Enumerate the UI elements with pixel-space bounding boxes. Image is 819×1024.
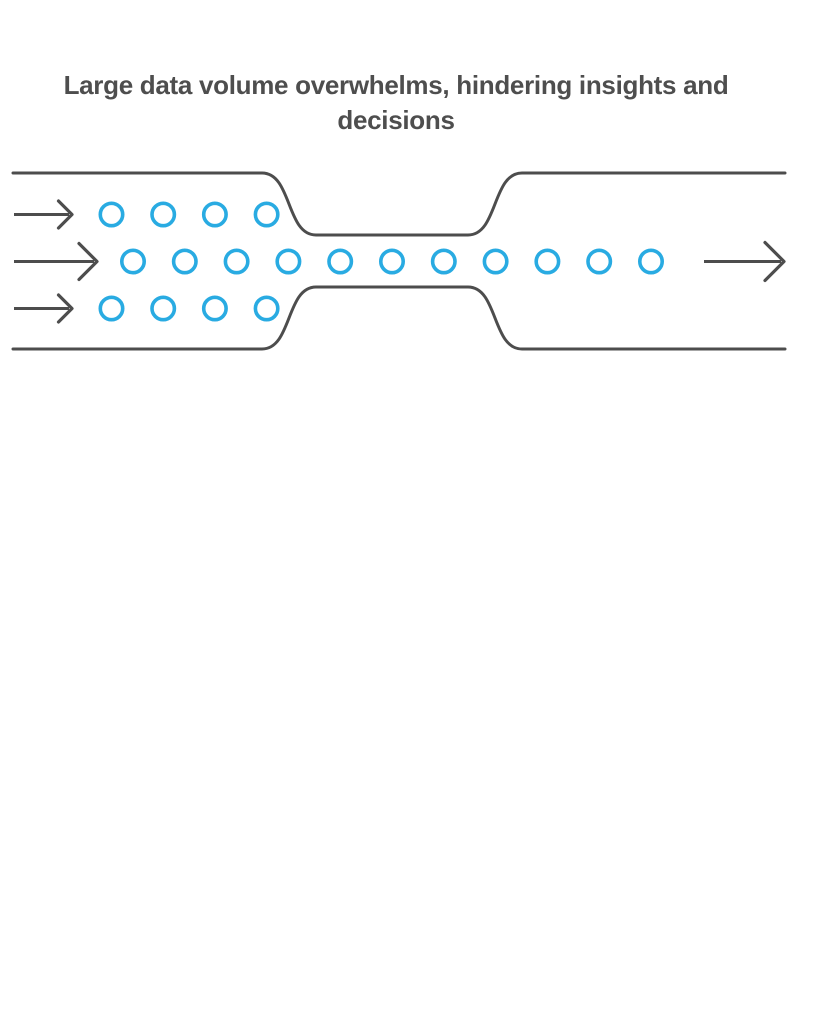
data-particle (482, 248, 509, 275)
inflow-arrow (14, 293, 74, 324)
inflow-arrows (14, 199, 99, 324)
data-particle (223, 248, 250, 275)
data-particle (637, 248, 664, 275)
inflow-arrow-head (77, 241, 99, 282)
inflow-arrow-head (56, 199, 74, 230)
data-particle (150, 201, 177, 228)
data-particle (586, 248, 613, 275)
data-particle (430, 248, 457, 275)
pipe-top-wall (11, 171, 787, 237)
data-particles (98, 201, 664, 322)
data-particle (534, 248, 561, 275)
inflow-arrow-head (56, 293, 74, 324)
outflow-arrow-head (763, 240, 786, 283)
data-particle (253, 201, 280, 228)
data-particle (327, 248, 354, 275)
data-particle (98, 201, 125, 228)
page-title-line-2: decisions (337, 105, 455, 135)
inflow-arrow (14, 241, 99, 282)
inflow-arrow (14, 199, 74, 230)
pipe-bottom-wall (11, 285, 787, 351)
data-particle (201, 201, 228, 228)
data-particle (171, 248, 198, 275)
outflow-arrows (704, 240, 786, 283)
outflow-arrow (704, 240, 786, 283)
data-particle (201, 295, 228, 322)
data-particle (150, 295, 177, 322)
data-particle (378, 248, 405, 275)
data-particle (98, 295, 125, 322)
page-title: Large data volume overwhelms, hindering … (0, 68, 792, 138)
page-title-line-1: Large data volume overwhelms, hindering … (63, 70, 729, 100)
bottleneck-pipe-diagram (11, 171, 787, 351)
data-particle (253, 295, 280, 322)
data-particle (120, 248, 147, 275)
data-particle (275, 248, 302, 275)
